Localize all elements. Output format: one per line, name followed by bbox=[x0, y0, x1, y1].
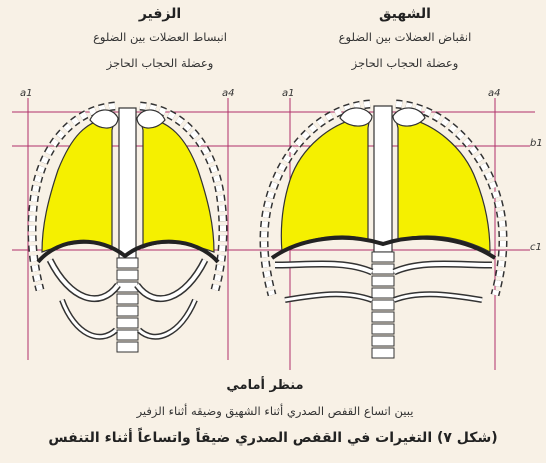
right-spine bbox=[372, 252, 394, 358]
right-ribcage bbox=[264, 104, 503, 358]
left-ribcage bbox=[32, 106, 223, 352]
right-lung-left-side bbox=[395, 116, 490, 252]
marker-right-a1: a1 bbox=[282, 88, 295, 99]
right-lung-right-side bbox=[281, 116, 370, 252]
left-spine bbox=[117, 258, 138, 352]
figure-caption: (شكل ٧) التغيرات في القفص الصدري ضيقاً و… bbox=[8, 430, 538, 446]
view-label: منظر أمامي bbox=[190, 378, 340, 393]
description: يبين اتساع القفص الصدري أثناء الشهيق وضي… bbox=[60, 404, 490, 418]
marker-left-a4: a4 bbox=[222, 88, 235, 99]
marker-right-a4: a4 bbox=[488, 88, 501, 99]
marker-left-a1: a1 bbox=[20, 88, 33, 99]
marker-b1: b1 bbox=[530, 138, 543, 149]
left-sternum bbox=[119, 108, 136, 258]
marker-c1: c1 bbox=[530, 242, 542, 253]
right-sternum bbox=[374, 106, 392, 252]
